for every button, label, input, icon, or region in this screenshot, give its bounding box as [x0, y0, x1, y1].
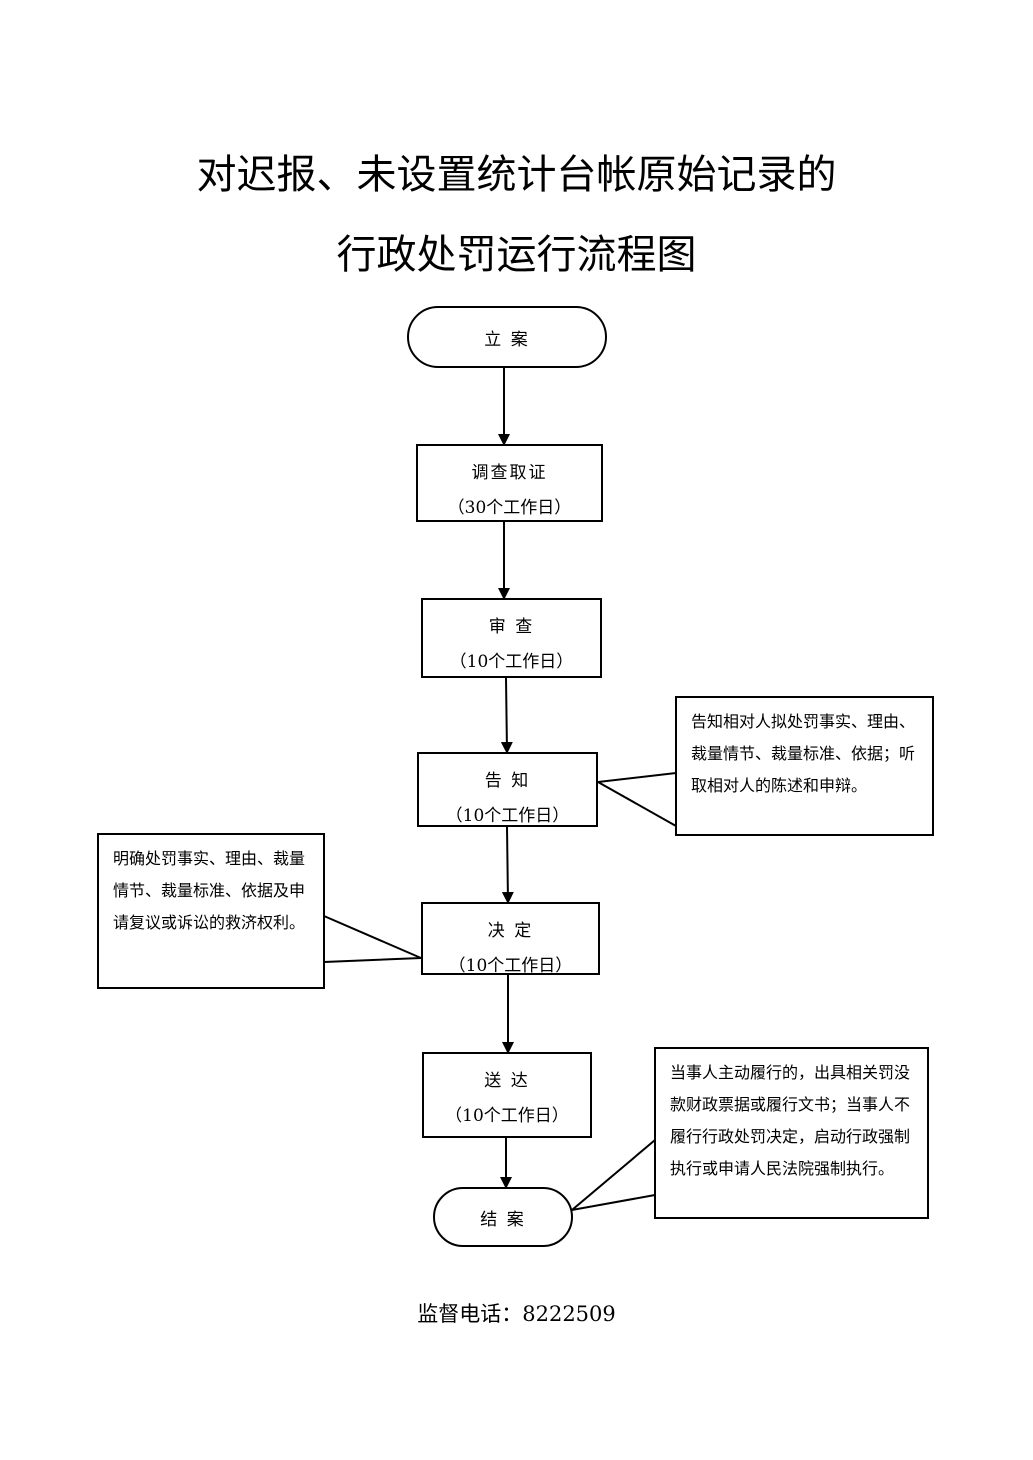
callout-decide-pointer [323, 915, 422, 963]
step-review-duration: （10个工作日） [449, 652, 574, 672]
note-end: 当事人主动履行的，出具相关罚没款财政票据或履行文书；当事人不履行行政处罚决定，启… [654, 1047, 929, 1219]
step-notify-label: 告 知 [484, 771, 531, 791]
arrow-notify-to-decide [501, 826, 514, 904]
step-start: 立 案 [407, 306, 607, 368]
step-review: 审 查 （10个工作日） [421, 598, 602, 678]
step-notify-duration: （10个工作日） [445, 806, 570, 826]
callout-end-pointer [568, 1139, 656, 1212]
supervision-phone: 监督电话：8222509 [417, 1302, 616, 1326]
step-decide-label: 决 定 [487, 921, 534, 941]
step-deliver-label: 送 达 [484, 1071, 530, 1091]
step-end: 结 案 [433, 1187, 573, 1247]
step-start-label: 立 案 [484, 329, 530, 350]
step-notify: 告 知 （10个工作日） [417, 752, 598, 827]
title-line-2: 行政处罚运行流程图 [336, 232, 697, 278]
step-investigate-duration: （30个工作日） [447, 498, 572, 518]
step-investigate: 调查取证 （30个工作日） [416, 444, 603, 522]
step-decide: 决 定 （10个工作日） [421, 902, 600, 976]
step-deliver-duration: （10个工作日） [445, 1106, 569, 1126]
callout-notify-pointer [594, 772, 677, 827]
title-line-1: 对迟报、未设置统计台帐原始记录的 [196, 152, 837, 198]
step-end-label: 结 案 [480, 1209, 526, 1230]
step-review-label: 审 查 [488, 617, 535, 637]
step-deliver: 送 达 （10个工作日） [422, 1052, 592, 1138]
arrow-review-to-notify [500, 677, 513, 754]
step-investigate-label: 调查取证 [471, 463, 548, 483]
note-decide: 明确处罚事实、理由、裁量情节、裁量标准、依据及申请复议或诉讼的救济权利。 [97, 833, 325, 989]
step-decide-duration: （10个工作日） [448, 956, 573, 976]
note-notify: 告知相对人拟处罚事实、理由、裁量情节、裁量标准、依据；听取相对人的陈述和申辩。 [675, 696, 934, 836]
